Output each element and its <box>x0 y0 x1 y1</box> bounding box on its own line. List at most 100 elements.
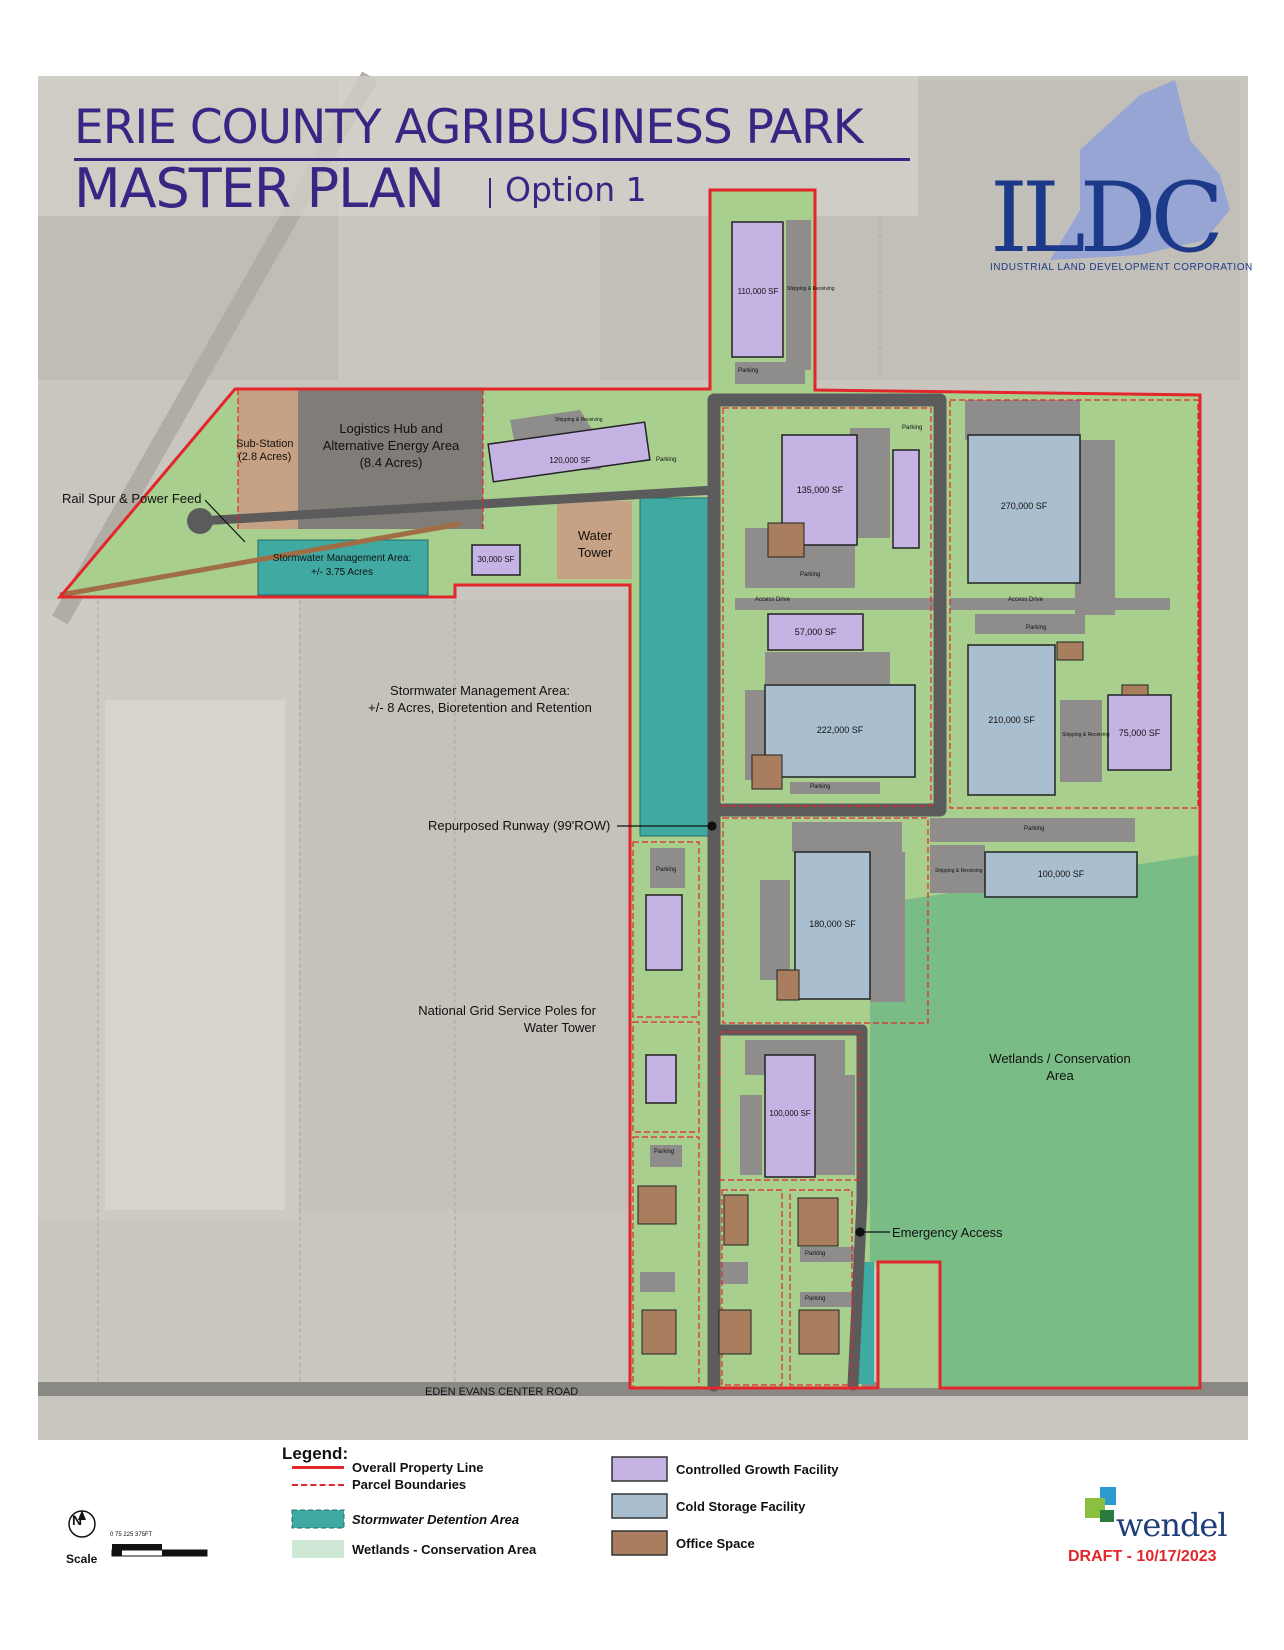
label-stormwater-8-acres: Stormwater Management Area: +/- 8 Acres,… <box>350 682 610 716</box>
label-grid-poles-line2: Water Tower <box>523 1020 596 1035</box>
page-title-option: Option 1 <box>505 170 647 209</box>
facility-small-controlled <box>645 894 683 971</box>
label-water-tower: Water Tower <box>565 527 625 561</box>
facility-label: 135,000 SF <box>796 485 844 495</box>
wetlands-area <box>870 855 1200 1388</box>
label-grid-poles: National Grid Service Poles for Water To… <box>396 1002 596 1036</box>
label-logistics-line3: (8.4 Acres) <box>359 455 423 470</box>
label-stormwater-375-line2: +/- 3.75 Acres <box>311 567 373 578</box>
field-tile <box>300 600 630 1210</box>
legend-property-line-swatch <box>292 1466 344 1469</box>
label-access-drive: Access Drive <box>755 597 791 603</box>
facility-label: 222,000 SF <box>816 725 864 735</box>
parking-label: Parking <box>800 572 821 578</box>
legend-parcel-boundary-swatch <box>292 1484 344 1486</box>
draft-label: DRAFT - 10/17/2023 <box>1068 1548 1217 1565</box>
stormwater-8-acres <box>639 497 709 837</box>
label-wetlands-line1: Wetlands / Conservation <box>989 1051 1131 1066</box>
facility-b222 <box>764 684 916 778</box>
label-repurposed-runway: Repurposed Runway (99'ROW) <box>428 818 611 833</box>
title-divider <box>74 158 910 161</box>
label-stormwater-3-75: Stormwater Management Area: +/- 3.75 Acr… <box>262 552 422 580</box>
page-title-line2: MASTER PLAN <box>74 157 445 220</box>
parking-label: Parking <box>902 425 923 431</box>
facility-b180 <box>794 851 871 1000</box>
parking-label: Parking <box>656 867 677 873</box>
label-stormwater-8-line2: +/- 8 Acres, Bioretention and Retention <box>368 700 592 715</box>
facility-b100a <box>984 851 1138 898</box>
office-spaces <box>637 522 1149 1355</box>
shipping-label: Shipping & Receiving <box>1062 732 1110 738</box>
facility-b57 <box>767 613 864 651</box>
field-tile <box>105 700 285 1210</box>
legend-label: Controlled Growth Facility <box>676 1462 839 1477</box>
title-separator <box>489 178 491 208</box>
label-rail-spur: Rail Spur & Power Feed <box>62 491 202 506</box>
shipping-label: Shipping & Receiving <box>787 286 835 292</box>
parking-label: Parking <box>1024 826 1045 832</box>
scale-label: Scale <box>66 1552 98 1566</box>
parking-label: Parking <box>810 784 831 790</box>
shipping-label: Shipping & Receiving <box>555 417 603 423</box>
label-logistics-line1: Logistics Hub and <box>339 421 443 436</box>
label-water-tower-line2: Tower <box>577 545 613 560</box>
internal-roads <box>195 393 947 1392</box>
overall-property-line <box>56 188 1202 1390</box>
parking-label: Parking <box>656 457 677 463</box>
legend <box>291 1456 668 1558</box>
facility-b210 <box>967 644 1056 796</box>
label-road: EDEN EVANS CENTER ROAD <box>425 1386 579 1398</box>
facility-label: 100,000 SF <box>769 1109 811 1118</box>
legend-label: Overall Property Line <box>352 1460 484 1475</box>
facility-label: 180,000 SF <box>809 919 856 929</box>
rail-spur-road <box>195 485 719 526</box>
leader-lines <box>204 499 890 1237</box>
scale-bar <box>68 1510 208 1557</box>
legend-label: Wetlands - Conservation Area <box>352 1542 537 1557</box>
legend-label: Stormwater Detention Area <box>352 1512 520 1527</box>
facility-b120 <box>487 421 651 483</box>
water-tower-area <box>557 501 632 579</box>
facility-label: 270,000 SF <box>1000 501 1048 511</box>
label-emergency-access: Emergency Access <box>892 1225 1003 1240</box>
south-loop-road <box>708 1024 868 1391</box>
facility-label: 75,000 SF <box>1118 728 1161 738</box>
label-sub-station-line2: (2.8 Acres) <box>238 451 292 463</box>
sub-station-area <box>238 389 298 529</box>
parking-label: Parking <box>654 1149 675 1155</box>
page-title-line1: ERIE COUNTY AGRIBUSINESS PARK <box>74 100 864 155</box>
ildc-logo-subtitle: INDUSTRIAL LAND DEVELOPMENT CORPORATION <box>990 262 1253 273</box>
label-access-drive: Access Drive <box>1008 597 1044 603</box>
label-water-tower-line1: Water <box>577 528 613 543</box>
label-sub-station-line1: Sub-Station <box>236 438 294 450</box>
new-york-state-shape-icon <box>1050 80 1230 260</box>
parking-label: Parking <box>805 1251 826 1257</box>
legend-label: Cold Storage Facility <box>676 1499 806 1514</box>
north-label: N <box>72 1512 83 1528</box>
facility-label: 100,000 SF <box>1037 869 1085 879</box>
facility-b100b <box>764 1054 816 1178</box>
rail-spur-line <box>59 521 461 598</box>
facility-label: 30,000 SF <box>477 555 515 564</box>
repurposed-runway <box>707 393 947 1392</box>
scale-ticks: 0 75 225 375FT <box>110 1532 153 1538</box>
facility-b30 <box>471 544 521 576</box>
legend-label: Parcel Boundaries <box>352 1477 467 1492</box>
facility-label: 210,000 SF <box>988 715 1035 725</box>
parking-label: Parking <box>1026 625 1047 631</box>
facility-label: 57,000 SF <box>794 627 837 637</box>
facility-b270 <box>967 434 1081 584</box>
facility-b135-annex <box>892 449 920 549</box>
legend-title: Legend: <box>282 1444 349 1463</box>
label-stormwater-8-line1: Stormwater Management Area: <box>390 683 570 698</box>
label-wetlands-line2: Area <box>1046 1068 1074 1083</box>
parking-label: Parking <box>738 368 759 374</box>
legend-label: Office Space <box>676 1536 755 1551</box>
label-wetlands: Wetlands / Conservation Area <box>970 1050 1150 1084</box>
parking-label: Parking <box>805 1296 826 1302</box>
facility-label: 110,000 SF <box>737 287 779 296</box>
label-logistics-hub: Logistics Hub and Alternative Energy Are… <box>316 420 466 471</box>
ildc-logo: ILDC <box>990 162 1224 274</box>
shipping-label: Shipping & Receiving <box>935 868 983 874</box>
